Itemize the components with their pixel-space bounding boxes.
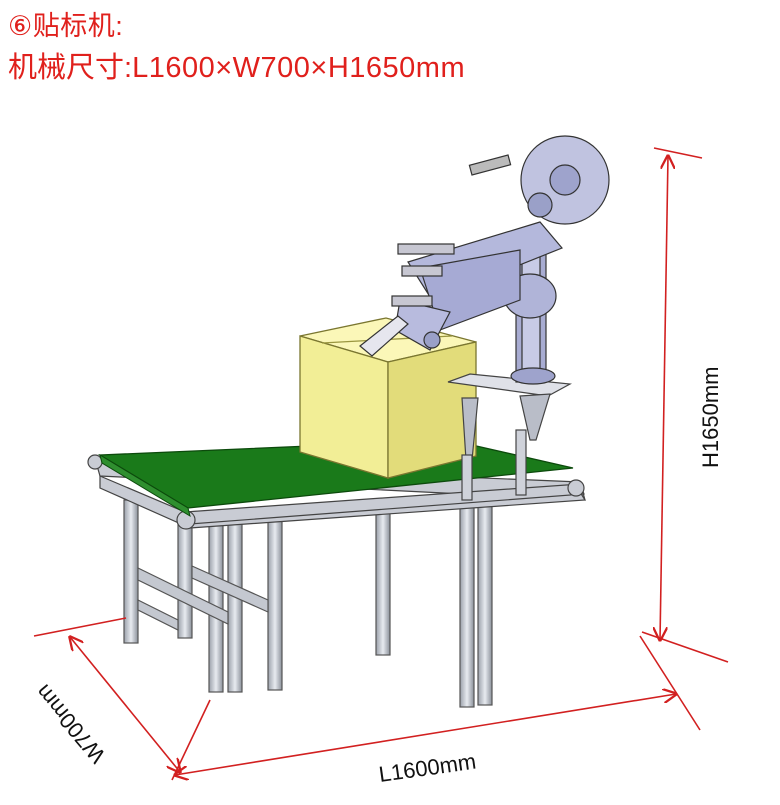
machine-illustration [87,135,610,708]
labeler-head [359,135,610,385]
labeler-stand [447,373,572,501]
dimensions-label: 机械尺寸: [8,52,133,84]
length-dimension-label: L1600mm [377,749,477,787]
length-dimension [175,635,701,775]
width-dimension [33,617,211,781]
width-dimension-label: W700mm [31,680,111,768]
height-dimension [641,147,729,663]
conveyor-legs [123,494,493,708]
frame-braces [137,565,269,631]
dimensions-line: 机械尺寸:L1600×W700×H1650mm [8,44,465,86]
heading: ⑥贴标机: [8,11,124,41]
height-dimension-label: H1650mm [698,367,723,468]
dimensions-value: L1600×W700×H1650mm [132,52,466,84]
